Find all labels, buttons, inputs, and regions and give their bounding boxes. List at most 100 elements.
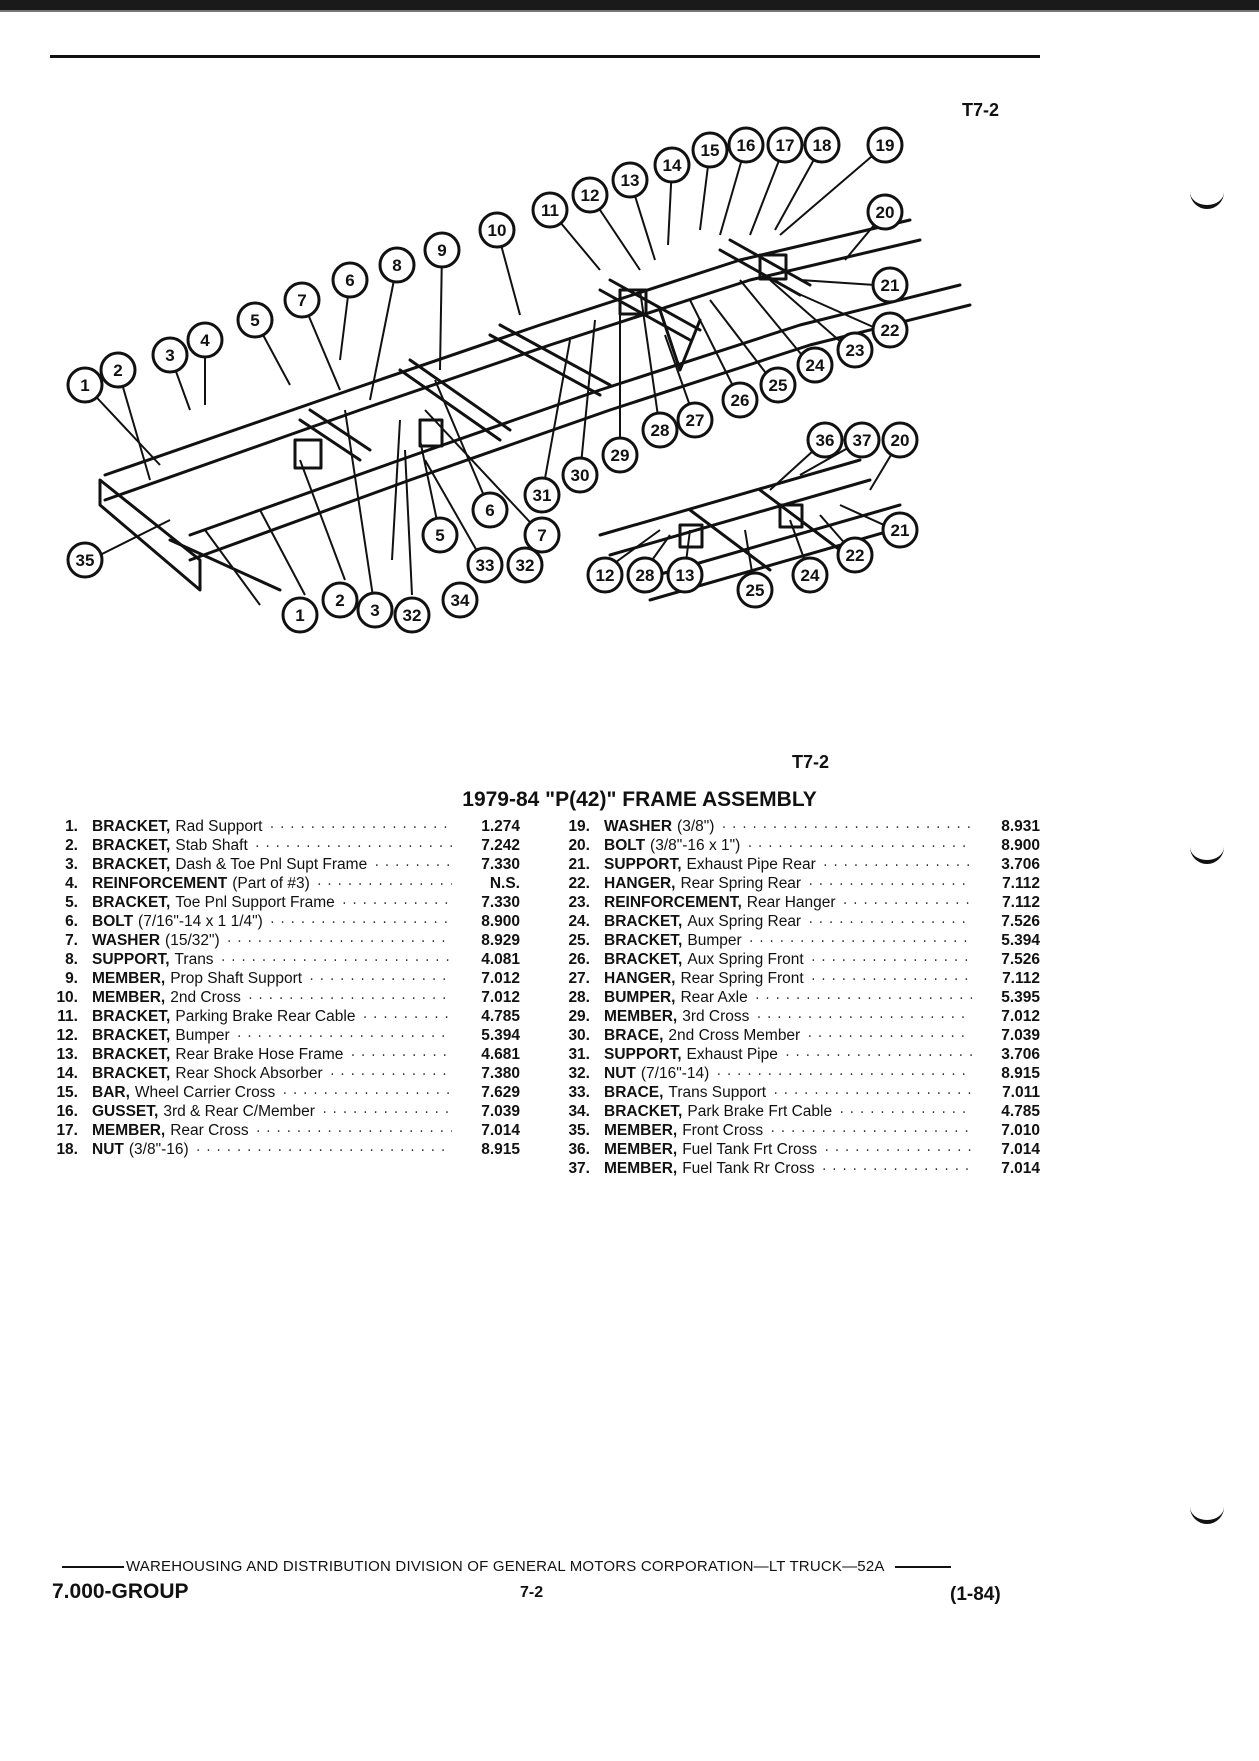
part-name: MEMBER, — [92, 989, 166, 1006]
callout-25: 25 — [759, 366, 797, 404]
callout-label: 4 — [200, 331, 210, 350]
part-name: BRACKET, — [92, 1065, 171, 1082]
callout-12: 12 — [586, 556, 624, 594]
callout-25: 25 — [736, 571, 774, 609]
part-code: 3.706 — [1001, 856, 1040, 873]
callout-label: 14 — [663, 156, 682, 175]
part-description: (3/8"-16) — [128, 1141, 189, 1158]
dot-leader: ........................................… — [769, 1122, 972, 1136]
callout-6: 6 — [471, 491, 509, 529]
callout-13: 13 — [611, 161, 649, 199]
part-row: 27.HANGER,Rear Spring Front.............… — [552, 970, 1040, 989]
part-row: 13.BRACKET,Rear Brake Hose Frame........… — [40, 1046, 520, 1065]
dot-leader: ........................................… — [235, 1027, 452, 1041]
part-number: 3. — [65, 856, 78, 873]
part-number: 36. — [568, 1141, 590, 1158]
part-number: 5. — [65, 894, 78, 911]
callout-28: 28 — [641, 411, 679, 449]
part-description: (15/32") — [165, 932, 220, 949]
part-number: 13. — [56, 1046, 78, 1063]
part-row: 16.GUSSET,3rd & Rear C/Member...........… — [40, 1103, 520, 1122]
part-number: 35. — [568, 1122, 590, 1139]
callout-label: 37 — [853, 431, 872, 450]
part-description: (7/16"-14 x 1 1/4") — [138, 913, 263, 930]
bracket-shape — [293, 438, 323, 470]
frame-right-rail-inner — [188, 303, 972, 562]
dot-leader: ........................................… — [841, 894, 972, 908]
part-row: 33.BRACE,Trans Support..................… — [552, 1084, 1040, 1103]
dot-leader: ........................................… — [753, 989, 972, 1003]
part-description: Trans Support — [668, 1084, 767, 1101]
callout-3: 3 — [151, 336, 189, 374]
callout-label: 22 — [881, 321, 900, 340]
part-name: BUMPER, — [604, 989, 676, 1006]
part-row: 12.BRACKET,Bumper.......................… — [40, 1027, 520, 1046]
part-code: 8.915 — [1001, 1065, 1040, 1082]
callout-34: 34 — [441, 581, 479, 619]
callout-26: 26 — [721, 381, 759, 419]
part-name: MEMBER, — [604, 1122, 678, 1139]
part-code: 1.274 — [481, 818, 520, 835]
callout-label: 21 — [891, 521, 910, 540]
part-description: (7/16"-14) — [640, 1065, 710, 1082]
callout-33: 33 — [466, 546, 504, 584]
part-name: BRACKET, — [604, 913, 683, 930]
part-number: 18. — [56, 1141, 78, 1158]
dot-leader: ........................................… — [755, 1008, 972, 1022]
part-description: Rear Spring Front — [680, 970, 804, 987]
part-name: MEMBER, — [604, 1008, 678, 1025]
part-description: 3rd & Rear C/Member — [163, 1103, 315, 1120]
callout-label: 32 — [403, 606, 422, 625]
part-number: 34. — [568, 1103, 590, 1120]
dot-leader: ........................................… — [361, 1008, 452, 1022]
part-code: 7.012 — [481, 970, 520, 987]
footer-dash-left — [62, 1565, 124, 1568]
part-row: 9.MEMBER,Prop Shaft Support.............… — [40, 970, 520, 989]
part-name: SUPPORT, — [604, 856, 682, 873]
callout-22: 22 — [836, 536, 874, 574]
part-name: BRACE, — [604, 1084, 664, 1101]
part-code: 7.039 — [1001, 1027, 1040, 1044]
scan-edge-top — [0, 0, 1259, 10]
callout-5: 5 — [421, 516, 459, 554]
part-name: BRACKET, — [92, 1027, 171, 1044]
part-code: 7.629 — [481, 1084, 520, 1101]
part-number: 17. — [56, 1122, 78, 1139]
part-code: 7.112 — [1002, 875, 1040, 892]
part-name: BRACKET, — [92, 837, 171, 854]
part-name: BRACKET, — [92, 1046, 171, 1063]
part-code: 7.112 — [1002, 970, 1040, 987]
binder-hole-mark — [1190, 185, 1224, 209]
dot-leader: ........................................… — [746, 837, 972, 851]
callout-3: 3 — [356, 591, 394, 629]
callout-18: 18 — [803, 126, 841, 164]
callout-14: 14 — [653, 146, 691, 184]
callout-label: 12 — [596, 566, 615, 585]
part-number: 37. — [568, 1160, 590, 1177]
part-description: Exhaust Pipe Rear — [686, 856, 816, 873]
header-rule — [50, 55, 1040, 58]
part-number: 24. — [568, 913, 590, 930]
part-description: Rear Spring Rear — [680, 875, 802, 892]
part-name: WASHER — [604, 818, 673, 835]
part-code: 7.330 — [481, 894, 520, 911]
callout-28: 28 — [626, 556, 664, 594]
part-code: 5.394 — [1001, 932, 1040, 949]
part-description: Dash & Toe Pnl Supt Frame — [175, 856, 368, 873]
part-row: 31.SUPPORT,Exhaust Pipe.................… — [552, 1046, 1040, 1065]
part-description: Rear Cross — [170, 1122, 249, 1139]
part-number: 1. — [65, 818, 78, 835]
part-row: 28.BUMPER,Rear Axle.....................… — [552, 989, 1040, 1008]
part-number: 26. — [568, 951, 590, 968]
part-number: 6. — [65, 913, 78, 930]
cross-member-c — [488, 323, 612, 397]
part-number: 29. — [568, 1008, 590, 1025]
callout-22: 22 — [871, 311, 909, 349]
callout-label: 24 — [801, 566, 820, 585]
callout-6: 6 — [331, 261, 369, 299]
dot-leader: ........................................… — [823, 1141, 972, 1155]
callout-label: 7 — [537, 526, 546, 545]
part-number: 25. — [568, 932, 590, 949]
dot-leader: ........................................… — [820, 1160, 972, 1174]
callout-label: 27 — [686, 411, 705, 430]
